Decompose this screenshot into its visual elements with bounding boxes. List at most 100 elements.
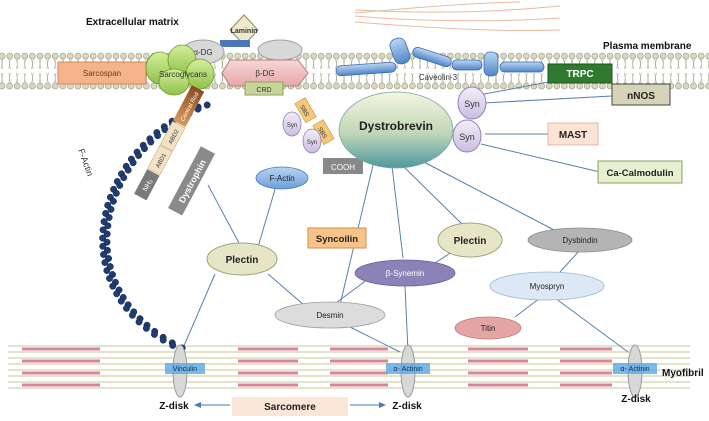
alpha-dg-label: α-DG [193, 48, 212, 57]
caveolin-segment [389, 37, 411, 65]
lipid-head [82, 52, 89, 60]
lipid-tail [471, 72, 475, 84]
line-syn-nnos [483, 95, 613, 104]
lipid-head [553, 82, 561, 90]
actin-monomer [113, 290, 121, 298]
actin-monomer [105, 214, 113, 221]
lipid-tail [456, 72, 460, 84]
lipid-tail [8, 58, 11, 70]
beta-synemin [354, 259, 456, 287]
myospryn [489, 271, 605, 301]
myospryn-label: Myospryn [530, 282, 565, 291]
lipid-tail [449, 72, 452, 84]
lipid-head [150, 82, 158, 90]
lipid-head [6, 82, 13, 90]
lipid-head [591, 52, 599, 60]
lipid-head [697, 52, 705, 60]
lipid-tail [46, 58, 49, 70]
lipid-head [310, 82, 317, 90]
lipid-head [424, 82, 431, 90]
plectin-left-label: Plectin [226, 255, 259, 266]
lipid-tail [623, 72, 627, 84]
dysbindin [527, 227, 633, 253]
dystrophin [168, 146, 216, 216]
lipid-tail [654, 72, 657, 84]
z-disk-mid-label: Z-disk [392, 401, 422, 412]
actin-monomer [99, 242, 107, 250]
lipid-tail [464, 72, 467, 84]
lipid-head [500, 82, 507, 90]
line-plectin-desmin [267, 273, 305, 306]
trpc [547, 63, 613, 84]
lipid-tail [0, 72, 4, 84]
lipid-tail [8, 72, 11, 84]
lipid-tail [53, 72, 57, 84]
laminin-chain [354, 21, 561, 32]
lipid-head [333, 82, 340, 90]
f-actin-filament [99, 101, 211, 352]
lipid-head [492, 82, 500, 90]
lipid-head [6, 52, 13, 60]
lipid-head [302, 52, 310, 60]
laminin-group: Laminin [229, 1, 561, 46]
vinculin-label: Vinculin [173, 366, 197, 373]
alpha-actinin-1 [386, 363, 430, 374]
lipid-head [507, 52, 515, 60]
lipid-head [355, 52, 363, 60]
caveolin-segment [335, 61, 397, 77]
lipid-head [500, 52, 507, 60]
sarcomere-arrowhead-left [194, 402, 201, 408]
lipid-tail [433, 72, 437, 84]
actin-monomer [109, 282, 117, 290]
caveolin3-label: Caveolin-3 [419, 73, 458, 82]
lipid-head [340, 82, 348, 90]
laminin-chain [354, 1, 521, 14]
actin-monomer [104, 222, 112, 230]
desmin-label: Desmin [316, 311, 343, 320]
lipid-head [348, 52, 355, 60]
dysbindin-label: Dysbindin [562, 236, 597, 245]
syn-small-label-1: Syn [287, 123, 297, 129]
actin-monomer [99, 234, 107, 242]
actin-monomer [147, 138, 155, 146]
crd-label: CRD [256, 87, 271, 94]
lipid-tail [23, 58, 27, 70]
beta-dg [221, 59, 309, 87]
f-actin [255, 166, 309, 190]
syn-2 [452, 119, 482, 153]
lipid-tail [646, 72, 650, 84]
lipid-head [591, 82, 599, 90]
lipid-head [675, 52, 682, 60]
lipid-head [44, 52, 51, 60]
dystrophin-domains: NH₂ ABD1 ABD2 Central Rod [134, 85, 205, 201]
syn-small-label-2: Syn [307, 140, 317, 146]
actin-monomer [124, 166, 132, 174]
lipid-tail [418, 58, 422, 70]
lipid-head [371, 82, 378, 90]
alpha-actinin-2 [613, 363, 657, 374]
lipid-head [363, 52, 371, 60]
abd1-domain [147, 144, 173, 176]
lipid-tail [509, 72, 513, 84]
lipid-head [302, 82, 310, 90]
lipid-tail [31, 58, 34, 70]
lipid-head [576, 82, 583, 90]
lipid-head [393, 82, 401, 90]
z-disk-mid-group: α- Actinin [386, 344, 430, 398]
lipid-tail [312, 58, 315, 70]
lipid-head [439, 82, 447, 90]
lipid-tail [426, 72, 429, 84]
lipid-tail [616, 58, 619, 70]
lipid-tail [661, 58, 665, 70]
syn-label-1: Syn [464, 99, 480, 109]
lipid-head [97, 52, 105, 60]
lipid-tail [684, 72, 688, 84]
lipid-head [637, 52, 644, 60]
sarcospan-label: Sarcospan [83, 69, 121, 78]
actin-monomer [142, 324, 150, 332]
mast [547, 122, 599, 146]
lipid-head [135, 52, 143, 60]
actin-monomer [154, 132, 162, 140]
crd [244, 81, 284, 96]
lipid-head [51, 52, 59, 60]
